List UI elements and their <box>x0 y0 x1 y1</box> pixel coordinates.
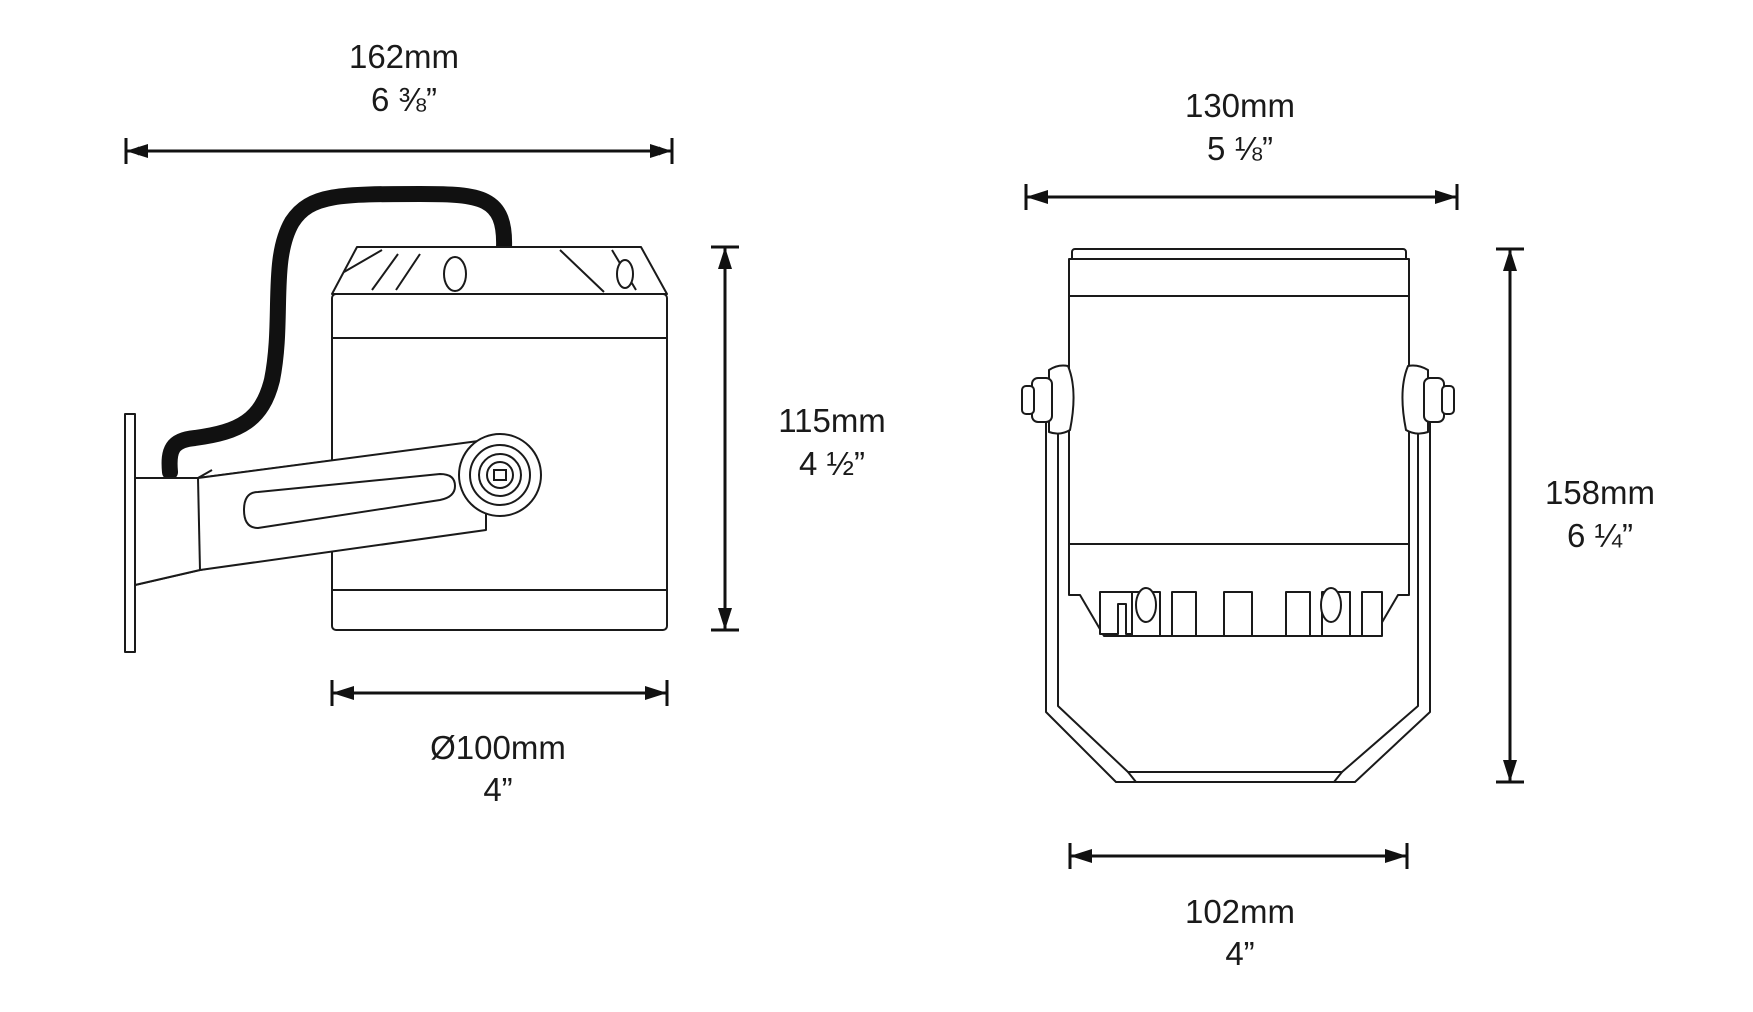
side-width-metric: 162mm <box>349 38 459 75</box>
side-height-imperial: 4 ½” <box>799 445 865 482</box>
side-height-metric: 115mm <box>778 402 886 439</box>
side-view: 162mm 6 ⅜” <box>124 38 886 808</box>
front-fixture-body <box>1068 258 1410 545</box>
wall-plate <box>124 413 136 653</box>
front-view: 130mm 5 ⅛” <box>1021 87 1655 972</box>
dim-side-body-height: 115mm 4 ½” <box>711 245 886 632</box>
pivot-knob <box>458 433 542 517</box>
side-diameter-metric: Ø100mm <box>430 729 566 766</box>
front-base-metric: 102mm <box>1185 893 1295 930</box>
front-base-imperial: 4” <box>1225 935 1254 972</box>
dim-side-body-diameter: Ø100mm 4” <box>330 680 669 808</box>
front-right-knob <box>1401 364 1455 435</box>
dim-front-base-width: 102mm 4” <box>1068 843 1409 972</box>
front-left-knob <box>1021 364 1075 435</box>
dim-front-overall-width: 130mm 5 ⅛” <box>1024 87 1459 210</box>
front-height-metric: 158mm <box>1545 474 1655 511</box>
dim-side-overall-width: 162mm 6 ⅜” <box>124 38 674 164</box>
power-cable <box>161 186 513 480</box>
dim-front-overall-height: 158mm 6 ¼” <box>1496 247 1655 784</box>
front-width-imperial: 5 ⅛” <box>1207 130 1273 167</box>
side-width-imperial: 6 ⅜” <box>371 81 437 118</box>
front-height-imperial: 6 ¼” <box>1567 517 1633 554</box>
front-width-metric: 130mm <box>1185 87 1295 124</box>
side-diameter-imperial: 4” <box>483 771 512 808</box>
